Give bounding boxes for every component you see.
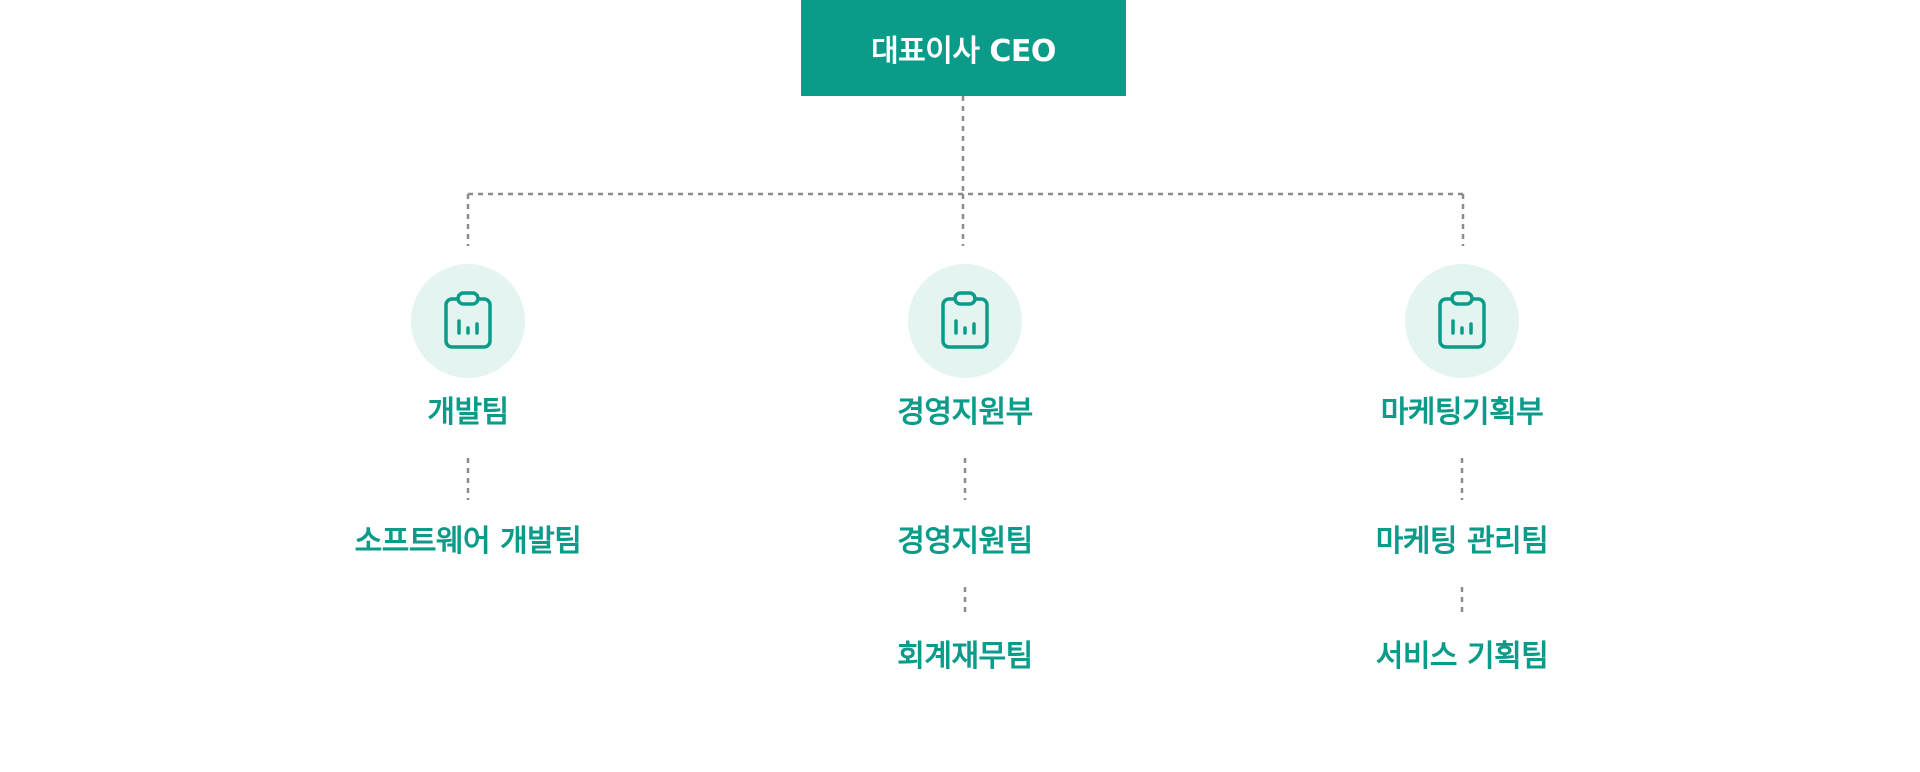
- clipboard-chart-icon: [444, 291, 492, 349]
- department-name-management-support: 경영지원부: [897, 395, 1033, 430]
- department-icon-circle: [1405, 264, 1519, 378]
- department-name-development: 개발팀: [427, 395, 509, 430]
- clipboard-chart-icon: [941, 291, 989, 349]
- department-icon-circle: [411, 264, 525, 378]
- team-accounting-finance: 회계재무팀: [897, 639, 1033, 674]
- department-icon-circle: [908, 264, 1022, 378]
- department-marketing-planning: [1262, 264, 1662, 378]
- team-marketing-management: 마케팅 관리팀: [1375, 524, 1549, 559]
- department-management-support: [765, 264, 1165, 378]
- team-software-development: 소프트웨어 개발팀: [354, 524, 582, 559]
- clipboard-chart-icon: [1438, 291, 1486, 349]
- team-management-support: 경영지원팀: [897, 524, 1033, 559]
- ceo-label: 대표이사 CEO: [871, 34, 1056, 69]
- team-service-planning: 서비스 기획팀: [1375, 639, 1549, 674]
- ceo-box: 대표이사 CEO: [801, 0, 1126, 96]
- department-name-marketing-planning: 마케팅기획부: [1380, 395, 1544, 430]
- department-development: [268, 264, 668, 378]
